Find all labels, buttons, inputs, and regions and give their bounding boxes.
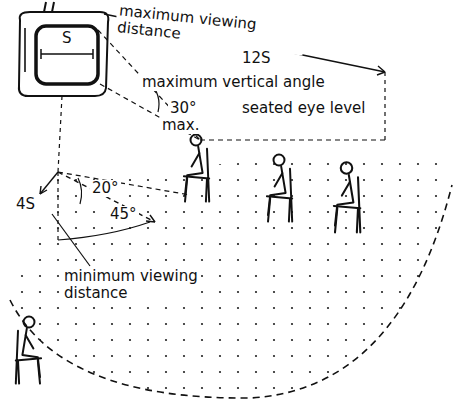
angle-label: 20° — [90, 180, 121, 197]
angle-label: 45° — [108, 206, 139, 223]
leader-label: minimum viewing distance — [62, 268, 201, 302]
dimension-label: S — [60, 30, 74, 47]
dimension-label: 12S — [240, 50, 273, 67]
dimension-label: 4S — [14, 196, 37, 213]
angle-label: 30° — [168, 100, 199, 117]
level-label: seated eye level — [240, 100, 367, 117]
dimension-label: maximum viewing distance — [114, 2, 306, 56]
angle-label: maximum vertical angle — [140, 74, 327, 91]
note-label: max. — [160, 117, 201, 134]
